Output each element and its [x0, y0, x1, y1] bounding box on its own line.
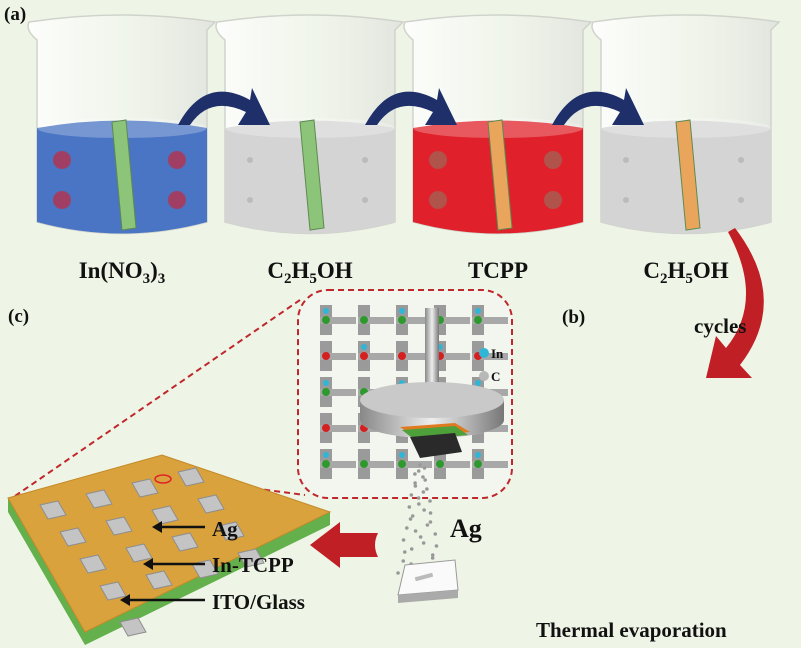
- substrate-slide: [299, 119, 325, 231]
- ag-electrode: [217, 521, 245, 541]
- device-stack: [7, 454, 332, 645]
- ag-electrode: [171, 532, 199, 552]
- evaporation-boat: [397, 559, 459, 603]
- ag-electrode: [125, 543, 153, 563]
- svg-text:In: In: [491, 346, 504, 361]
- molecule: [362, 197, 368, 203]
- cycles-label: cycles: [694, 314, 746, 338]
- panel-label-b: (b): [562, 307, 585, 328]
- molecule: [623, 157, 629, 163]
- molecule: [168, 191, 186, 209]
- beaker: In(NO3)3: [27, 14, 217, 287]
- ag-electrode: [79, 554, 107, 574]
- molecule: [247, 157, 253, 163]
- ag-electrode: [39, 500, 67, 520]
- beaker: C2H5OH: [215, 14, 405, 287]
- molecule: [429, 191, 447, 209]
- arrow-icon: [178, 88, 270, 125]
- panel-label-a: (a): [4, 4, 26, 25]
- beaker-label: C2H5OH: [643, 258, 728, 287]
- molecule: [544, 151, 562, 169]
- ag-electrode: [85, 489, 113, 509]
- legend-item: In: [479, 346, 504, 361]
- beaker: C2H5OH: [591, 14, 781, 287]
- pointer-arrows: [120, 521, 205, 606]
- svg-text:C: C: [491, 369, 500, 384]
- ag-electrode: [197, 494, 225, 514]
- ag-electrode: [151, 505, 179, 525]
- beaker-label: C2H5OH: [267, 258, 352, 287]
- substrate-slide: [675, 119, 701, 231]
- substrate-slide: [487, 119, 513, 231]
- molecule: [429, 151, 447, 169]
- molecule: [168, 151, 186, 169]
- molecule: [738, 197, 744, 203]
- beaker: TCPP: [403, 14, 593, 283]
- arrow-icon: [552, 88, 644, 125]
- cycles-arrow-icon: [706, 228, 764, 378]
- ag-electrode: [59, 527, 87, 547]
- molecule: [53, 151, 71, 169]
- evaporation-material-label: Ag: [450, 514, 482, 543]
- atom-swatch: [479, 371, 489, 381]
- ag-electrode: [105, 516, 133, 536]
- evaporation-caption: Thermal evaporation: [536, 618, 727, 642]
- transfer-arrows: [178, 88, 644, 125]
- shadow-mask: [410, 433, 462, 458]
- legend-item: C: [479, 369, 500, 384]
- molecule: [544, 191, 562, 209]
- in-tcpp-label: In-TCPP: [212, 553, 294, 577]
- substrate-slide: [111, 119, 137, 231]
- molecule: [623, 197, 629, 203]
- beaker-label: In(NO3)3: [79, 258, 166, 287]
- ag-label: Ag: [212, 517, 238, 541]
- ag-electrode: [177, 467, 205, 487]
- ag-electrode: [145, 570, 173, 590]
- ag-electrode: [99, 581, 127, 601]
- molecule: [53, 191, 71, 209]
- atom-swatch: [479, 348, 489, 358]
- arrow-icon: [365, 88, 457, 125]
- molecule: [362, 157, 368, 163]
- substrate-holder: [360, 308, 504, 458]
- beaker-label: TCPP: [468, 258, 528, 283]
- ag-electrode: [131, 478, 159, 498]
- panel-label-c: (c): [8, 306, 29, 327]
- ito-glass-label: ITO/Glass: [212, 590, 305, 614]
- zoom-region-marker: [154, 474, 172, 484]
- process-arrow-icon: [310, 522, 378, 568]
- ag-electrode: [237, 548, 265, 568]
- molecule: [738, 157, 744, 163]
- molecule: [247, 197, 253, 203]
